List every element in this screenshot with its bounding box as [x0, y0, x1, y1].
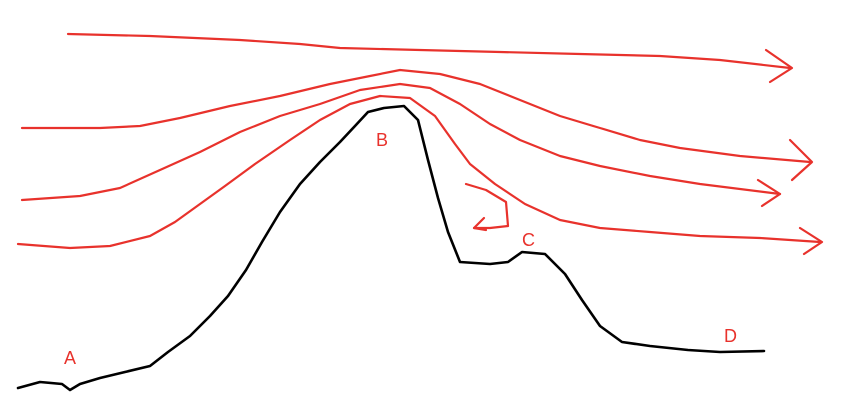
arrow-right-icon — [756, 178, 782, 208]
arrow-right-icon — [798, 226, 824, 256]
terrain-profile — [16, 104, 766, 392]
eddy-arrowhead — [472, 216, 488, 232]
arrow-right-icon — [788, 138, 814, 182]
label-d: D — [724, 326, 737, 346]
label-c: C — [522, 230, 535, 250]
flow-line-3 — [20, 82, 782, 202]
label-b: B — [376, 130, 388, 150]
flow-line-2 — [20, 68, 812, 164]
return-arrow-icon — [464, 182, 510, 230]
label-a: A — [64, 348, 76, 368]
flow-line-top — [66, 32, 792, 70]
arrow-right-icon — [764, 48, 794, 84]
flow-line-4 — [16, 94, 822, 250]
